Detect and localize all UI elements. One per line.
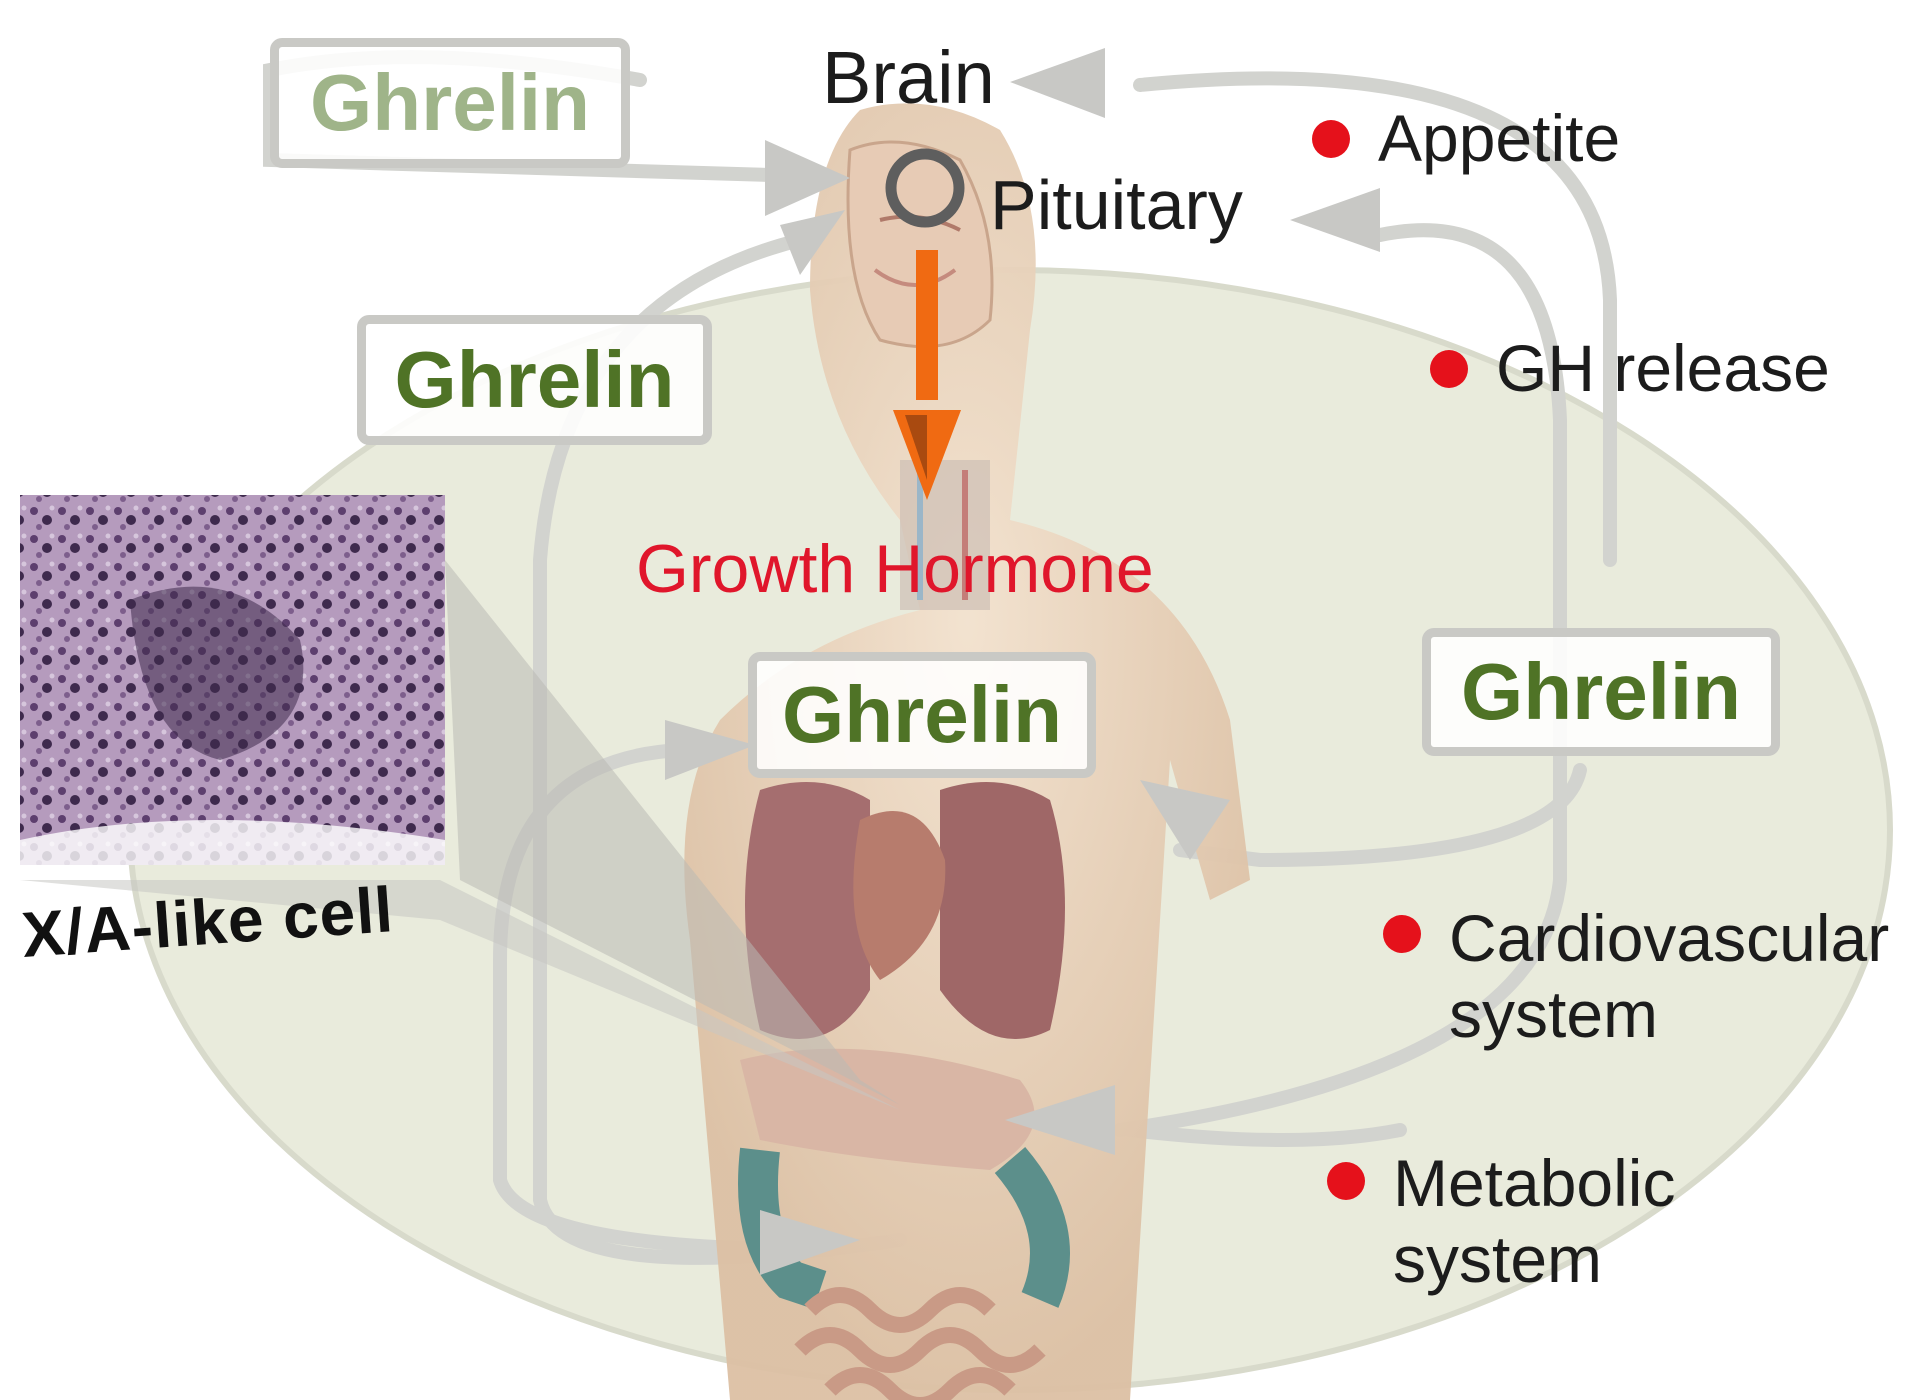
growth-hormone-label: Growth Hormone	[636, 530, 1154, 608]
effect-appetite: Appetite	[1378, 100, 1620, 176]
effect-gh-release: GH release	[1496, 330, 1830, 406]
effect-bullet	[1327, 1162, 1365, 1200]
ghrelin-box-center: Ghrelin	[748, 652, 1096, 778]
effect-metabolic: Metabolic	[1393, 1145, 1675, 1221]
effect-bullet	[1383, 915, 1421, 953]
effect-cardiovascular-line2: system	[1449, 976, 1658, 1052]
ghrelin-label: Ghrelin	[782, 669, 1062, 761]
histology-image	[20, 495, 445, 865]
ghrelin-label: Ghrelin	[394, 334, 674, 426]
brain-label: Brain	[822, 35, 995, 120]
effect-cardiovascular: Cardiovascular	[1449, 900, 1889, 976]
ghrelin-label: Ghrelin	[1461, 646, 1741, 738]
effect-bullet	[1312, 120, 1350, 158]
effect-bullet	[1430, 350, 1468, 388]
pituitary-label: Pituitary	[990, 165, 1243, 245]
ghrelin-box-upper-left: Ghrelin	[357, 315, 712, 445]
ghrelin-label: Ghrelin	[310, 57, 590, 149]
ghrelin-box-top: Ghrelin	[270, 38, 630, 168]
effect-metabolic-line2: system	[1393, 1221, 1602, 1297]
ghrelin-box-right: Ghrelin	[1422, 628, 1780, 756]
